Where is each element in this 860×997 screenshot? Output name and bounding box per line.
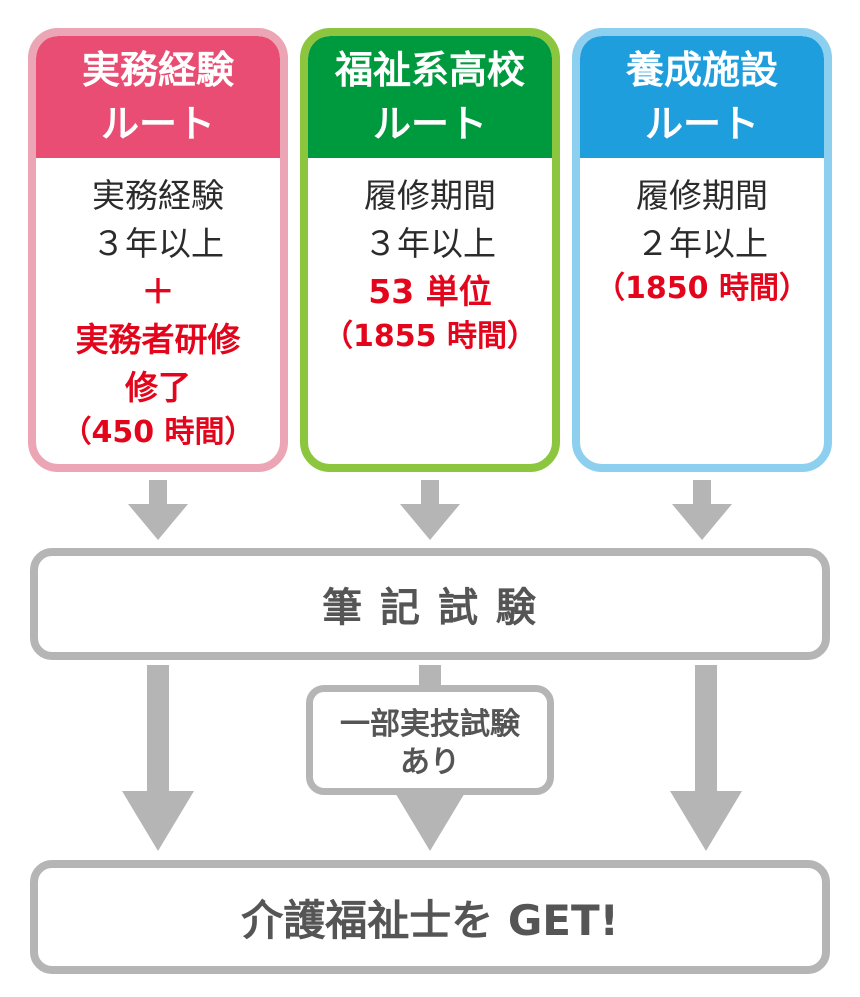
requirement-line: ３年以上 — [364, 224, 496, 263]
requirement-line: 履修期間 — [364, 176, 496, 215]
goal-label: 介護福祉士を GET! — [241, 895, 619, 945]
route-body: 実務経験 ３年以上 ＋ 実務者研修 修了 （450 時間） — [36, 158, 280, 454]
hours-label: （1855 時間） — [323, 319, 537, 354]
arrow-down-icon — [122, 665, 194, 851]
requirement-highlight: 修了 — [125, 368, 191, 407]
route-title-line: 実務経験 — [81, 48, 234, 92]
route-header: 実務経験 ルート — [36, 36, 280, 158]
plus-sign: ＋ — [141, 272, 175, 311]
route-card-jitsumu: 実務経験 ルート 実務経験 ３年以上 ＋ 実務者研修 修了 （450 時間） — [28, 28, 288, 472]
written-exam-box: 筆 記 試 験 — [30, 548, 830, 660]
practical-exam-note: 一部実技試験 あり — [306, 685, 554, 795]
route-card-yousei-shisetsu: 養成施設 ルート 履修期間 ２年以上 （1850 時間） — [572, 28, 832, 472]
route-body: 履修期間 ３年以上 53 単位 （1855 時間） — [308, 158, 552, 358]
hours-label: （1850 時間） — [595, 271, 809, 306]
note-line: あり — [400, 745, 460, 780]
route-header: 福祉系高校 ルート — [308, 36, 552, 158]
arrow-down-icon — [670, 665, 742, 851]
written-exam-label: 筆 記 試 験 — [322, 585, 538, 631]
route-title-line: 福祉系高校 — [334, 48, 525, 92]
route-title-line: ルート — [100, 102, 215, 146]
arrow-down-icon — [128, 480, 188, 540]
route-title-line: ルート — [644, 102, 759, 146]
requirement-line: 履修期間 — [636, 176, 768, 215]
arrow-down-icon — [672, 480, 732, 540]
note-line: 一部実技試験 — [340, 707, 520, 742]
requirement-highlight: 実務者研修 — [75, 320, 241, 359]
goal-box: 介護福祉士を GET! — [30, 860, 830, 974]
hours-label: （450 時間） — [61, 415, 255, 450]
route-title-line: ルート — [372, 102, 487, 146]
arrow-down-icon — [400, 480, 460, 540]
route-body: 履修期間 ２年以上 （1850 時間） — [580, 158, 824, 310]
requirement-line: 実務経験 — [92, 176, 224, 215]
route-card-fukushi-koukou: 福祉系高校 ルート 履修期間 ３年以上 53 単位 （1855 時間） — [300, 28, 560, 472]
requirement-highlight: 53 単位 — [368, 272, 492, 311]
requirement-line: ２年以上 — [636, 224, 768, 263]
route-title-line: 養成施設 — [625, 48, 778, 92]
requirement-line: ３年以上 — [92, 224, 224, 263]
route-header: 養成施設 ルート — [580, 36, 824, 158]
